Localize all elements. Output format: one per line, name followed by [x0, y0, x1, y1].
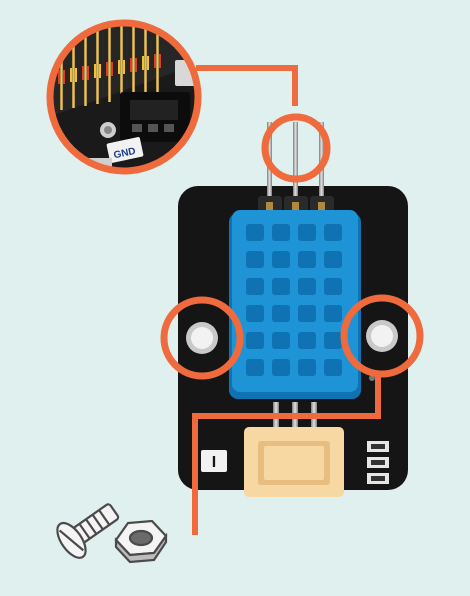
bottom-connector	[244, 402, 344, 497]
inset-mount-hole-center	[104, 126, 112, 134]
sensor-vent-slot	[272, 359, 290, 376]
inset-label-plate	[106, 137, 144, 163]
sensor-vent-slot	[298, 332, 316, 349]
sensor-vent-slot	[246, 251, 264, 268]
sensor-vent-slot	[298, 305, 316, 322]
sensor-vent-slot	[298, 278, 316, 295]
inset-socket-hole-3	[164, 124, 174, 132]
sensor-vent-slot	[324, 278, 342, 295]
sensor-vent-slot	[246, 305, 264, 322]
inset-pin	[132, 23, 135, 98]
callout-circle-right-hole	[340, 294, 424, 378]
smd-resistor-3-body	[371, 476, 385, 481]
hex-nut-icon	[114, 519, 168, 564]
sensor-vent-slot	[324, 332, 342, 349]
hole-center-left	[191, 327, 213, 349]
callout-circle-header	[261, 113, 331, 183]
mounting-hole-right	[366, 320, 398, 352]
inset-pin	[108, 23, 111, 102]
sensor-vent-grid	[246, 224, 342, 376]
sensor-vent-slot	[246, 359, 264, 376]
nut-hole	[128, 529, 154, 547]
callout-line-top	[196, 65, 298, 106]
callout-circle-inset	[46, 19, 202, 175]
connector-inner	[264, 446, 324, 480]
sensor-vent-slot	[272, 278, 290, 295]
smd-resistor-2-body	[371, 460, 385, 465]
inset-gnd-label: GND	[113, 146, 137, 161]
humidity-sensor	[229, 210, 361, 399]
callout-lines	[192, 65, 381, 535]
screw-icon	[56, 503, 120, 559]
board-marker: I	[201, 450, 227, 472]
inset-socket-hole-1	[132, 124, 142, 132]
inset-pin	[156, 23, 159, 94]
header-pin-2	[293, 122, 298, 210]
hole-center-right	[371, 325, 393, 347]
inset-pin-rows	[58, 23, 161, 110]
callout-circle-left-hole	[160, 296, 244, 380]
marker-plate	[201, 450, 227, 472]
inset-socket-hole-2	[148, 124, 158, 132]
sensor-vent-slot	[298, 251, 316, 268]
inset-pin	[72, 28, 75, 108]
marker-label: I	[212, 454, 216, 471]
sensor-vent-slot	[298, 359, 316, 376]
sensor-vent-slot	[272, 224, 290, 241]
callout-line-bottom	[192, 372, 381, 535]
sensor-vent-slot	[324, 359, 342, 376]
mounting-hole-left	[186, 322, 218, 354]
inset-pin	[84, 26, 87, 106]
callout-circles	[160, 113, 424, 380]
sensor-vent-slot	[324, 251, 342, 268]
sensor-vent-slot	[324, 305, 342, 322]
nut-side	[114, 532, 168, 564]
smd-resistor-1-body	[371, 444, 385, 449]
solder-joint-1	[266, 202, 273, 212]
sensor-vent-slot	[272, 332, 290, 349]
sensor-vent-slot	[298, 224, 316, 241]
sensor-vent-slot	[246, 332, 264, 349]
sensor-vent-slot	[246, 278, 264, 295]
sensor-vent-slot	[272, 305, 290, 322]
inset-socket-slot	[130, 100, 178, 120]
inset-pin	[96, 24, 99, 104]
sensor-vent-slot	[246, 224, 264, 241]
inset-pin	[120, 23, 123, 100]
solder-joint-2	[292, 202, 299, 212]
sensor-vent-slot	[324, 224, 342, 241]
inset-pin	[60, 30, 63, 110]
sensor-vent-slot	[272, 251, 290, 268]
solder-joint-3	[318, 202, 325, 212]
inset-closeup: GND	[46, 19, 202, 175]
smd-components	[367, 441, 389, 484]
inset-pin	[144, 23, 147, 96]
